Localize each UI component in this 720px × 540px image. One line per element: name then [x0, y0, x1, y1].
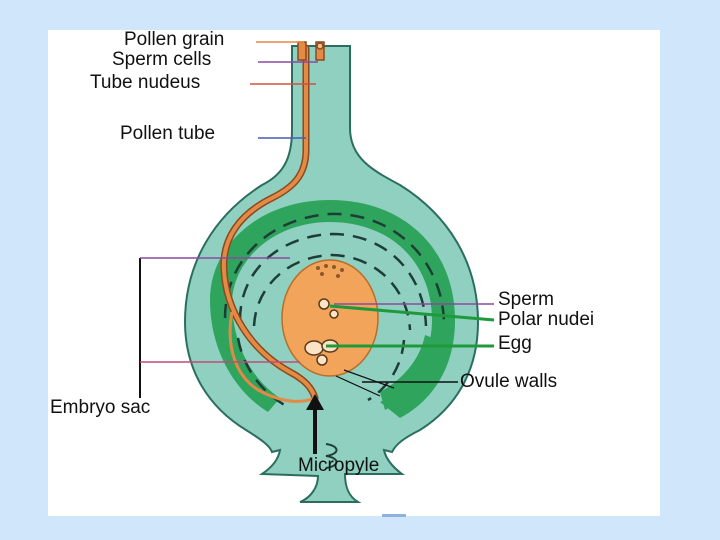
- label-pollen-tube: Pollen tube: [120, 123, 216, 144]
- pollen-grain: [297, 41, 325, 61]
- embryo-sac: [281, 259, 379, 377]
- label-micropyle: Micropyle: [298, 455, 380, 476]
- inner-integument-right: [380, 335, 438, 410]
- label-embryo-sac: Embryo sac: [50, 397, 151, 418]
- label-polar-nuclei: Polar nudei: [498, 309, 595, 330]
- leader-polar-nuclei: [329, 304, 495, 322]
- label-pollen-grain: Pollen grain: [124, 29, 225, 50]
- label-egg: Egg: [498, 333, 532, 354]
- antipodal-cells: [316, 264, 344, 278]
- polar-nuclei: [318, 298, 339, 319]
- inner-integument-lower: [210, 300, 280, 412]
- label-sperm-cells: Sperm cells: [112, 49, 212, 70]
- label-tube-nucleus: Tube nudeus: [90, 72, 201, 93]
- label-sperm: Sperm: [498, 289, 554, 310]
- label-ovule-walls: Ovule walls: [460, 371, 558, 392]
- pollen-tube-lower: [228, 311, 316, 403]
